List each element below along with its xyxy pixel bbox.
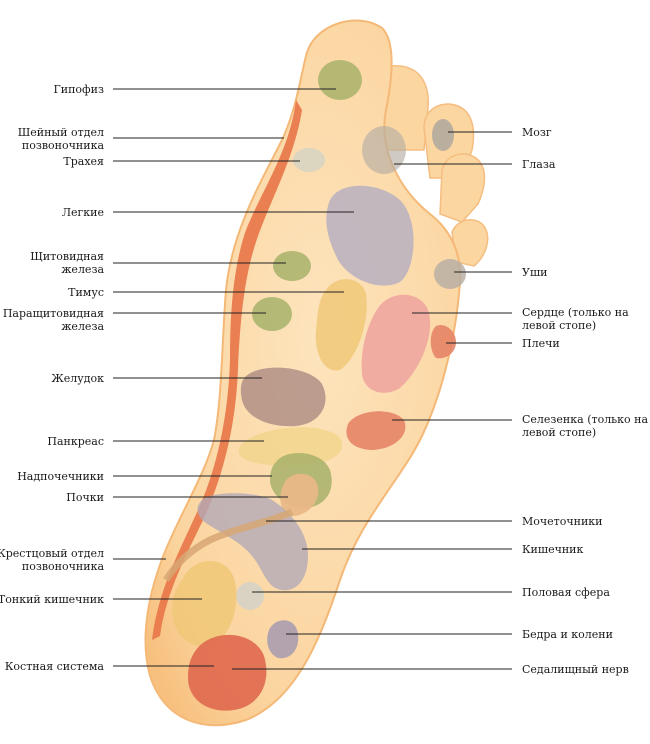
zone-gipofiz	[318, 60, 362, 100]
label-pankreas: Панкреас	[47, 435, 104, 448]
label-timus: Тимус	[68, 286, 104, 299]
label-mozg: Мозг	[522, 126, 552, 139]
label-mochetochniki: Мочеточники	[522, 515, 603, 528]
label-legkie: Легкие	[61, 206, 104, 219]
label-plechi: Плечи	[522, 337, 560, 350]
zone-glaza	[362, 126, 406, 174]
zone-traheya	[293, 148, 325, 172]
zone-mochetochniki	[163, 508, 294, 582]
leader-lines	[113, 88, 512, 670]
label-tonky: Тонкий кишечник	[0, 593, 104, 606]
zone-shchitovidnaya	[273, 251, 311, 281]
label-glaza: Глаза	[522, 158, 556, 171]
label-sedalishchny: Седалищный нерв	[522, 663, 629, 676]
label-nadpochechniki: Надпочечники	[17, 470, 104, 483]
label-kishechnik: Кишечник	[522, 543, 584, 556]
zone-legkie	[326, 185, 414, 286]
label-zheludok: Желудок	[51, 372, 104, 385]
label-bedra: Бедра и колени	[522, 628, 613, 641]
label-gipofiz: Гипофиз	[53, 83, 104, 96]
zone-selezenka	[346, 411, 406, 450]
zone-polovaya	[236, 582, 264, 610]
zone-pankreas	[238, 427, 343, 466]
toe-fifth	[451, 219, 489, 267]
zone-pochki	[280, 473, 319, 516]
zone-kostnaya	[188, 634, 267, 711]
label-pochki: Почки	[66, 491, 104, 504]
zone-zheludok	[240, 367, 326, 427]
reflex-zones	[163, 60, 466, 711]
label-traheya: Трахея	[63, 155, 104, 168]
zone-tonky	[172, 560, 237, 647]
label-kostnaya: Костная система	[4, 660, 104, 673]
zone-parashchitovidnaya	[252, 297, 292, 331]
label-ushi: Уши	[522, 266, 548, 279]
zone-timus	[315, 279, 367, 371]
spine-band	[152, 100, 302, 640]
zone-bedra	[267, 620, 299, 659]
label-polovaya: Половая сфера	[522, 586, 610, 599]
toe-fourth	[439, 153, 486, 223]
zone-plechi	[430, 324, 456, 359]
zone-mozg	[432, 119, 454, 151]
zone-serdtse	[361, 294, 431, 393]
zone-ushi	[434, 259, 466, 289]
